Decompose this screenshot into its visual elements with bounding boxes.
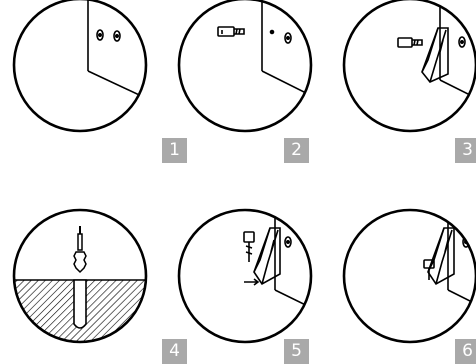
screw-icon — [218, 27, 244, 36]
step-2-illustration — [179, 0, 320, 131]
step-4-illustration — [10, 210, 150, 350]
wall-hole-icon — [459, 37, 465, 47]
wall-hole-icon — [285, 33, 291, 43]
wall-hole-icon — [285, 237, 291, 247]
angle-bracket-icon — [422, 28, 448, 82]
step-number-badge: 6 — [455, 339, 476, 364]
step-number-badge: 1 — [162, 138, 187, 163]
step-number-badge: 3 — [455, 138, 476, 163]
screw-icon — [398, 38, 422, 47]
wall-hole-icon — [97, 30, 103, 40]
step-number-badge: 2 — [284, 138, 309, 163]
step-number-badge: 5 — [284, 339, 309, 364]
wall-anchor-icon — [74, 226, 86, 272]
step-5-illustration — [179, 200, 320, 342]
step-6-illustration — [344, 200, 476, 342]
wall-hole-icon — [114, 31, 120, 41]
angle-bracket-icon — [428, 228, 454, 284]
screw-icon — [244, 232, 254, 262]
step-1-illustration — [14, 0, 150, 131]
angle-bracket-icon — [254, 228, 280, 284]
step-3-illustration — [344, 0, 476, 131]
step-number-badge: 4 — [162, 339, 187, 364]
arrow-icon — [244, 279, 258, 285]
